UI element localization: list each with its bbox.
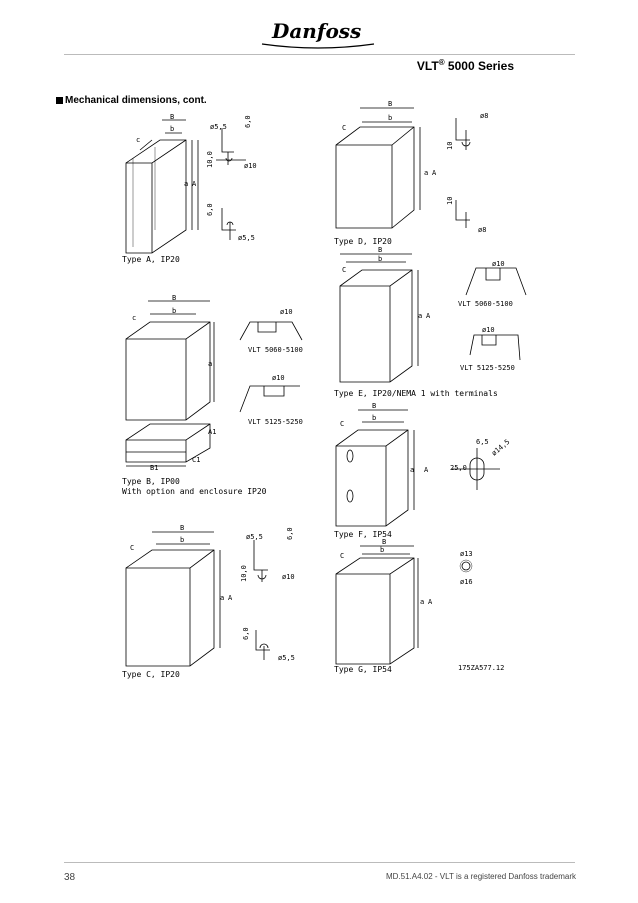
type-f-label-d14_5: ø14,5 xyxy=(490,438,511,458)
type-f-label-a: a xyxy=(410,466,414,474)
section-heading: Mechanical dimensions, cont. xyxy=(56,95,207,106)
type-a-label-6_0-bottom: 6,0 xyxy=(206,203,214,216)
type-c-label-d5_5: ø5,5 xyxy=(246,533,263,541)
type-g-label-d13: ø13 xyxy=(460,550,473,558)
type-b-label-d10-top: ø10 xyxy=(280,308,293,316)
type-e-label-C: C xyxy=(342,266,346,274)
danfoss-logo: Danfoss xyxy=(261,19,375,49)
type-d-label-C: C xyxy=(342,124,346,132)
type-b-label-d10-bottom: ø10 xyxy=(272,374,285,382)
type-c-label-6_0-top: 6,0 xyxy=(286,527,294,540)
type-f-drawing xyxy=(335,409,500,527)
type-c-label-b: b xyxy=(180,536,184,544)
type-a-label-d10: ø10 xyxy=(244,162,257,170)
caption-type-d: Type D, IP20 xyxy=(334,237,392,246)
type-a-label-B: B xyxy=(170,113,174,121)
type-e-label-B: B xyxy=(378,246,382,254)
type-b-label-B: B xyxy=(172,294,176,302)
header-rule xyxy=(64,54,575,55)
type-a-label-d5_5-top: ø5,5 xyxy=(210,123,227,131)
type-d-drawing xyxy=(335,107,471,229)
type-g-label-d16: ø16 xyxy=(460,578,473,586)
type-e-label-vlt-5060: VLT 5060-5100 xyxy=(458,300,513,308)
type-e-label-d10-bottom: ø10 xyxy=(482,326,495,334)
type-d-label-d8-bottom: ø8 xyxy=(478,226,486,234)
type-e-label-d10-top: ø10 xyxy=(492,260,505,268)
type-a-label-10_0: 10,0 xyxy=(206,151,214,168)
type-d-label-B: B xyxy=(388,100,392,108)
type-b-label-A1: A1 xyxy=(208,428,216,436)
type-c-label-d10: ø10 xyxy=(282,573,295,581)
type-f-label-B: B xyxy=(372,402,376,410)
type-b-label-C1: C1 xyxy=(192,456,200,464)
type-c-label-6_0-bottom: 6,0 xyxy=(242,627,250,640)
caption-type-e: Type E, IP20/NEMA 1 with terminals xyxy=(334,389,498,398)
page-number: 38 xyxy=(64,872,76,883)
type-g-drawing xyxy=(335,545,473,665)
type-c-label-C: C xyxy=(130,544,134,552)
type-d-label-b: b xyxy=(388,114,392,122)
type-g-label-a: a xyxy=(420,598,424,606)
type-f-label-A: A xyxy=(424,466,429,474)
type-d-label-10-top: 10 xyxy=(446,142,454,150)
footer-rule xyxy=(64,862,575,863)
type-a-label-6_0-top: 6,0 xyxy=(244,115,252,128)
type-g-label-C: C xyxy=(340,552,344,560)
type-f-label-C: C xyxy=(340,420,344,428)
type-c-drawing xyxy=(125,531,270,667)
caption-type-b-line1: Type B, IP00 xyxy=(122,477,180,486)
type-c-label-B: B xyxy=(180,524,184,532)
type-f-label-25_0: 25,0 xyxy=(450,464,467,472)
caption-type-b-line2: With option and enclosure IP20 xyxy=(122,487,267,496)
caption-type-a: Type A, IP20 xyxy=(122,255,180,264)
type-a-label-c: c xyxy=(136,136,140,144)
type-e-label-a: a xyxy=(418,312,422,320)
type-a-label-A: A xyxy=(192,180,197,188)
type-b-label-c: c xyxy=(132,314,136,322)
type-c-label-A: A xyxy=(228,594,233,602)
type-a-label-a: a xyxy=(184,180,188,188)
type-c-label-d5_5-bottom: ø5,5 xyxy=(278,654,295,662)
type-e-drawing xyxy=(339,253,527,383)
type-a-label-d5_5-bottom: ø5,5 xyxy=(238,234,255,242)
type-b-label-a: a xyxy=(208,360,212,368)
type-e-label-vlt-5125: VLT 5125-5250 xyxy=(460,364,515,372)
caption-type-g: Type G, IP54 xyxy=(334,665,392,674)
type-f-label-6_5: 6,5 xyxy=(476,438,489,446)
type-a-drawing xyxy=(125,119,246,254)
type-g-label-b: b xyxy=(380,546,384,554)
logo-text: Danfoss xyxy=(271,19,361,43)
type-b-drawing xyxy=(125,300,303,467)
type-b-label-vlt-5125: VLT 5125-5250 xyxy=(248,418,303,426)
type-e-label-A: A xyxy=(426,312,431,320)
type-f-label-b: b xyxy=(372,414,376,422)
section-bullet xyxy=(56,97,63,104)
caption-type-c: Type C, IP20 xyxy=(122,670,180,679)
type-b-label-B1: B1 xyxy=(150,464,158,472)
footer-text: MD.51.A4.02 - VLT is a registered Danfos… xyxy=(385,872,576,881)
drawing-number: 175ZA577.12 xyxy=(458,664,504,672)
type-c-label-10_0: 10,0 xyxy=(240,565,248,582)
type-g-label-B: B xyxy=(382,538,386,546)
series-title: VLT® 5000 Series xyxy=(416,58,514,73)
type-d-label-A: A xyxy=(432,169,437,177)
type-d-label-10-bottom: 10 xyxy=(446,197,454,205)
caption-type-f: Type F, IP54 xyxy=(334,530,392,539)
type-b-label-vlt-5060: VLT 5060-5100 xyxy=(248,346,303,354)
section-title: Mechanical dimensions, cont. xyxy=(65,95,207,106)
type-a-label-b: b xyxy=(170,125,174,133)
type-e-label-b: b xyxy=(378,255,382,263)
type-d-label-d8: ø8 xyxy=(480,112,488,120)
type-g-label-A: A xyxy=(428,598,433,606)
type-d-label-a: a xyxy=(424,169,428,177)
type-b-label-b: b xyxy=(172,307,176,315)
type-c-label-a: a xyxy=(220,594,224,602)
